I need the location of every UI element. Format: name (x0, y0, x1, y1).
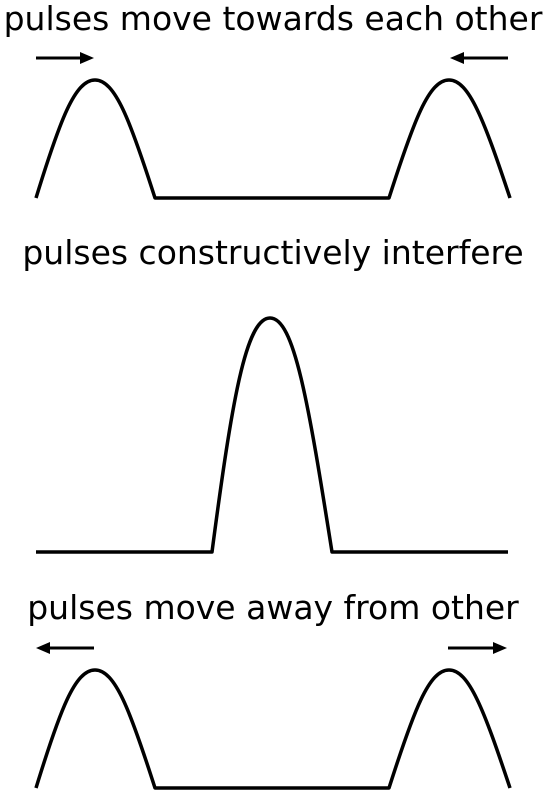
arrow-right-icon (448, 642, 507, 654)
caption-approaching: pulses move towards each other (3, 0, 543, 38)
wave-approaching (34, 78, 512, 200)
caption-interfere: pulses constructively interfere (22, 233, 524, 272)
arrow-left-icon (450, 52, 508, 64)
arrow-right-icon (36, 52, 94, 64)
wave-separating (34, 668, 512, 790)
caption-separating: pulses move away from other (27, 588, 519, 627)
arrow-left-icon (36, 642, 94, 654)
wave-superposed (36, 316, 508, 554)
